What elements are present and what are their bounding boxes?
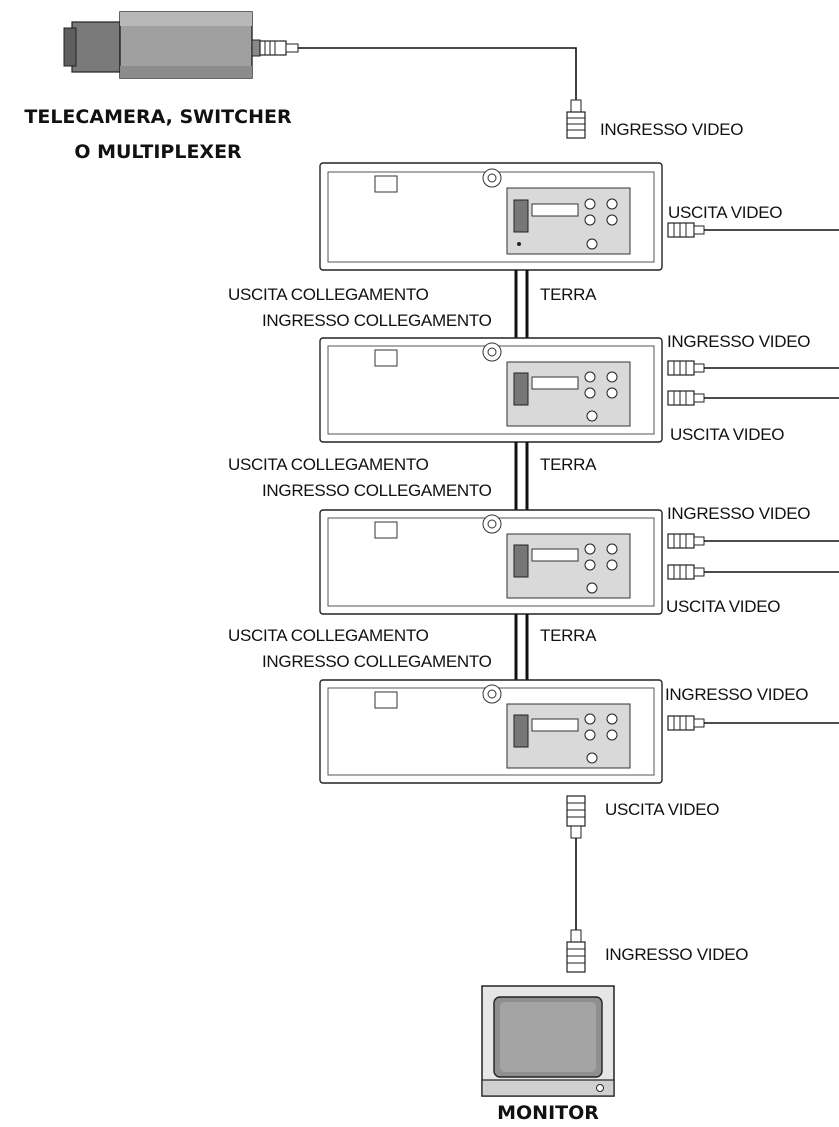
source-input-label: INGRESSO VIDEO bbox=[600, 120, 743, 139]
bnc-connector-icon bbox=[667, 533, 705, 549]
distributor-unit-4 bbox=[319, 679, 663, 784]
link3-output-label: USCITA COLLEGAMENTO bbox=[228, 626, 429, 645]
link3-ground-label: TERRA bbox=[540, 626, 597, 645]
link2-input-label: INGRESSO COLLEGAMENTO bbox=[262, 481, 492, 500]
link2-ground-label: TERRA bbox=[540, 455, 597, 474]
link1-ground-label: TERRA bbox=[540, 285, 597, 304]
source-title-line1: TELECAMERA, SWITCHER bbox=[24, 106, 292, 128]
unit4-input-label: INGRESSO VIDEO bbox=[665, 685, 808, 704]
link2-output-label: USCITA COLLEGAMENTO bbox=[228, 455, 429, 474]
source-title-line2: O MULTIPLEXER bbox=[74, 141, 242, 163]
bnc-connector-icon bbox=[667, 715, 705, 731]
bnc-connector-icon bbox=[667, 222, 705, 238]
unit1-output-label: USCITA VIDEO bbox=[668, 203, 782, 222]
unit2-input-label: INGRESSO VIDEO bbox=[667, 332, 810, 351]
link3-input-label: INGRESSO COLLEGAMENTO bbox=[262, 652, 492, 671]
bnc-connector-icon bbox=[259, 40, 299, 56]
bnc-connector-icon bbox=[667, 360, 705, 376]
output-label: USCITA VIDEO bbox=[605, 800, 719, 819]
distributor-unit-3 bbox=[319, 509, 663, 615]
unit2-output-label: USCITA VIDEO bbox=[670, 425, 784, 444]
distributor-unit-2 bbox=[319, 337, 663, 443]
monitor-input-label: INGRESSO VIDEO bbox=[605, 945, 748, 964]
bnc-connector-icon bbox=[667, 390, 705, 406]
link1-output-label: USCITA COLLEGAMENTO bbox=[228, 285, 429, 304]
camera-icon bbox=[63, 11, 261, 79]
bnc-connector-icon bbox=[667, 564, 705, 580]
unit3-input-label: INGRESSO VIDEO bbox=[667, 504, 810, 523]
monitor-icon bbox=[481, 985, 615, 1097]
bnc-connector-icon bbox=[566, 929, 586, 973]
bnc-connector-icon bbox=[566, 99, 586, 139]
distributor-unit-1 bbox=[319, 162, 663, 271]
unit3-output-label: USCITA VIDEO bbox=[666, 597, 780, 616]
monitor-title: MONITOR bbox=[497, 1102, 599, 1124]
bnc-connector-icon bbox=[566, 795, 586, 839]
link1-input-label: INGRESSO COLLEGAMENTO bbox=[262, 311, 492, 330]
